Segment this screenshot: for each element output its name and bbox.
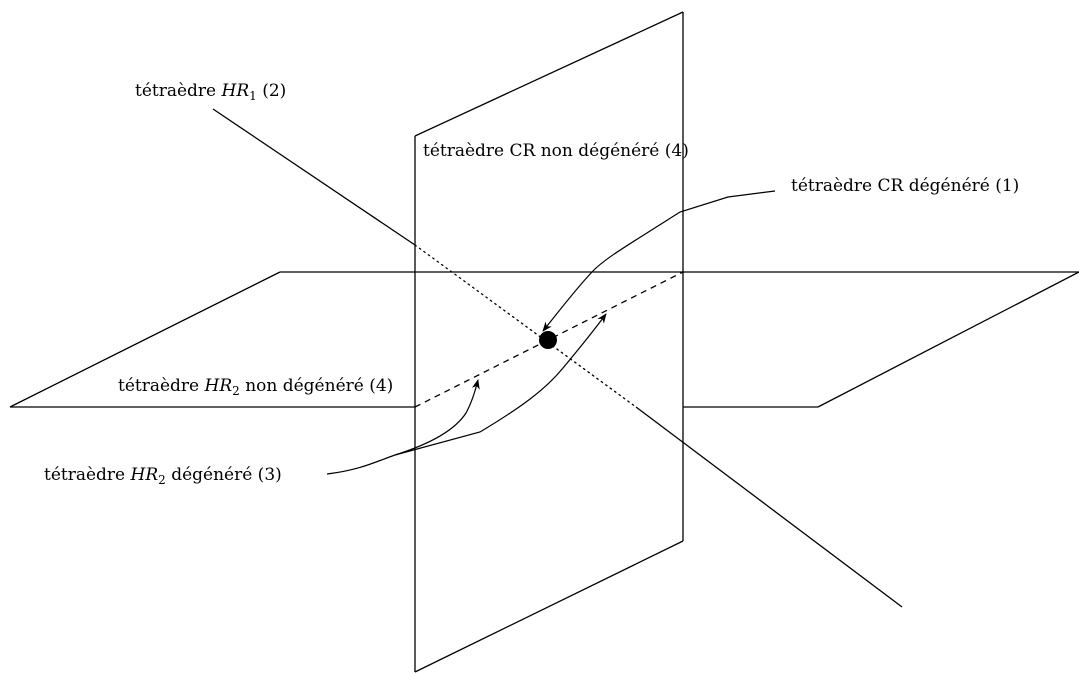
label-cr-degenerate: tétraèdre CR dégénéré (1) (791, 176, 1019, 196)
hr1-line (212, 108, 903, 608)
vertical-plane-bottom-edge (414, 540, 684, 673)
hr1-line-upper-segment (212, 108, 416, 246)
horizontal-plane (9, 271, 1079, 408)
horizontal-plane-left-edge (9, 271, 281, 408)
vertical-plane-top-edge (414, 11, 684, 137)
degenerate-cr-point (539, 331, 557, 349)
hr2-degenerate-arrow-right (394, 313, 607, 456)
hr2-degenerate-arrow-left (394, 379, 480, 456)
label-hr1: tétraèdre HR1 (2) (135, 81, 286, 103)
label-hr2-degenerate: tétraèdre HR2 dégénéré (3) (44, 465, 282, 487)
label-cr-non-degenerate: tétraèdre CR non dégénéré (4) (423, 141, 689, 161)
cr-degenerate-arrow (542, 190, 776, 332)
hr1-line-lower-segment (635, 406, 903, 608)
horizontal-plane-right-edge (817, 271, 1079, 408)
hr2-degenerate-arrow-stem (326, 454, 396, 475)
vertical-plane (414, 11, 684, 673)
label-hr2-non-degenerate: tétraèdre HR2 non dégénéré (4) (118, 376, 393, 398)
hr1-line-hidden-segment (414, 244, 637, 408)
